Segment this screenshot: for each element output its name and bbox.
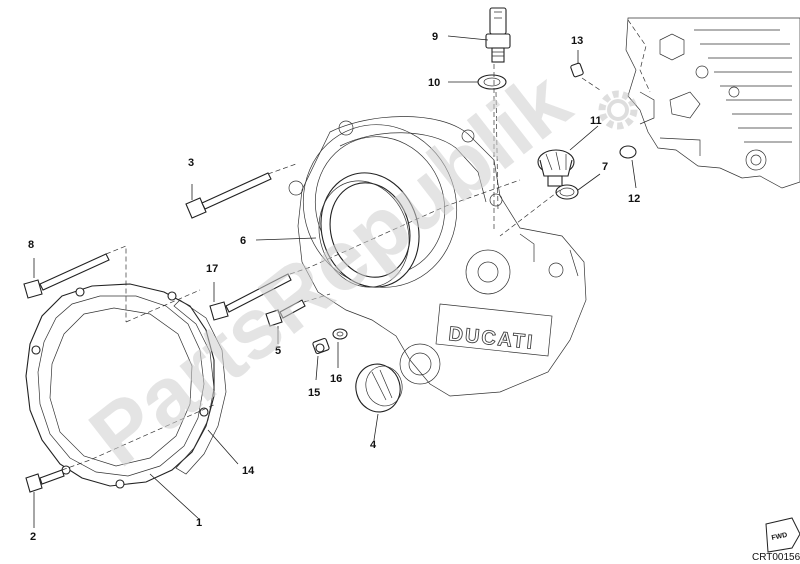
callout-15: 15 — [308, 387, 320, 399]
cover-brand-lettering: DUCATI — [447, 323, 535, 354]
callout-2: 2 — [30, 531, 36, 543]
callout-5: 5 — [275, 345, 281, 357]
o-ring-small — [555, 184, 579, 200]
callout-8: 8 — [28, 239, 34, 251]
bolt-5 — [265, 299, 306, 327]
fwd-arrow-icon: FWD — [765, 517, 800, 553]
callout-11: 11 — [590, 115, 602, 127]
oil-filler-cap — [537, 149, 575, 187]
callout-7: 7 — [602, 161, 608, 173]
inspection-cap — [355, 363, 403, 413]
bolt-3 — [185, 172, 272, 219]
leader-lines — [33, 35, 637, 528]
outer-clutch-cover — [25, 283, 215, 489]
bolt-17 — [209, 273, 292, 321]
assembly-lines — [61, 64, 601, 471]
callout-12: 12 — [628, 193, 640, 205]
callout-4: 4 — [370, 439, 377, 451]
callouts: 1 2 3 4 5 6 7 8 9 10 11 12 13 14 15 16 1… — [28, 31, 640, 543]
crankcase — [625, 17, 800, 189]
watermark: PartsRepublik — [73, 53, 588, 485]
callout-1: 1 — [196, 517, 202, 529]
callout-13: 13 — [571, 35, 583, 47]
o-ring-12 — [619, 145, 637, 159]
temperature-sensor — [485, 7, 511, 63]
callout-10: 10 — [428, 77, 440, 89]
callout-6: 6 — [240, 235, 246, 247]
gasket — [173, 299, 227, 475]
watermark-gear-icon — [598, 90, 638, 130]
fwd-label: FWD — [771, 532, 788, 542]
clutch-cover: DUCATI — [288, 116, 587, 397]
drawing-code: CRT00156 — [752, 552, 800, 563]
small-washer — [332, 328, 348, 340]
callout-3: 3 — [188, 157, 194, 169]
callout-9: 9 — [432, 31, 438, 43]
dowel-pin — [570, 62, 584, 78]
seal-ring — [318, 172, 420, 288]
bolt-2 — [25, 469, 65, 493]
callout-14: 14 — [242, 465, 255, 477]
callout-17: 17 — [206, 263, 218, 275]
drain-plug — [312, 337, 330, 355]
bolt-8 — [23, 253, 110, 299]
callout-16: 16 — [330, 373, 342, 385]
